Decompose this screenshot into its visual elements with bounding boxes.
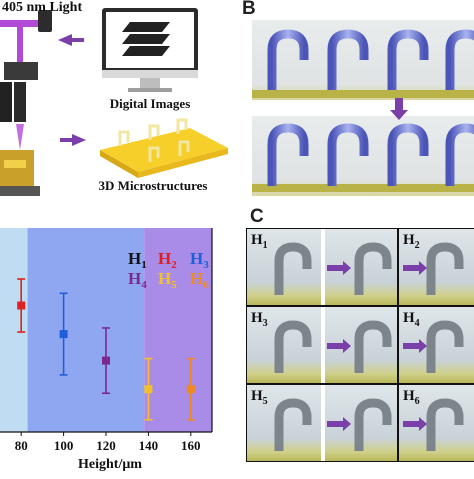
data-point-1 [59,330,68,339]
panel-b [252,20,474,196]
region-band-0 [0,228,28,432]
data-point-2 [102,356,110,365]
cell-label-h: H [251,232,263,248]
3d-microstructures-label: 3D Microstructures [98,178,208,193]
cell-label-sub: 5 [262,396,268,407]
cell-label: H2 [403,232,420,251]
cell-label: H6 [403,388,420,407]
light-label: 405 nm Light [2,0,83,15]
digital-images-label: Digital Images [109,96,191,111]
cell-label-sub: 4 [414,318,420,329]
cell-label-h: H [251,388,263,404]
deformation-cell-4: H4 [398,306,474,384]
printer-schematic [0,8,228,196]
panel-c-letter: C [250,206,264,227]
x-axis-label: Height/μm [78,457,142,472]
hook-photo [403,398,464,451]
cell-label-sub: 1 [262,240,268,251]
cell-label: H3 [251,310,268,329]
deformation-cell-2: H2 [398,228,474,306]
hook-structures [267,29,474,186]
cell-label-h: H [403,232,415,248]
hook-photo [403,320,464,373]
microstructure-board-icon [100,118,228,178]
x-tick-label-0: 80 [15,438,28,453]
cell-label-sub: 3 [262,318,268,329]
hook-photo [274,385,392,461]
x-tick-label-1: 100 [54,438,74,453]
microstructure-photos [252,20,474,196]
hook-photo [403,242,464,295]
x-tick-label-3: 140 [139,438,159,453]
hook-photo [274,307,392,383]
cell-label: H1 [251,232,268,251]
data-point-0 [17,301,26,310]
cell-label-h: H [403,388,415,404]
cell-label: H5 [251,388,268,407]
panel-b-letter: B [242,0,256,19]
deformation-cell-3: H3 [246,306,398,384]
cell-label: H4 [403,310,420,329]
deformation-cell-1: H1 [246,228,398,306]
cell-label-sub: 6 [414,396,420,407]
data-point-4 [186,385,195,394]
panel-a: 405 nm Light Digital Images 3D Microstru… [0,0,240,200]
deformation-cell-6: H6 [398,384,474,462]
hook-photo [274,229,392,305]
x-tick-label-2: 120 [96,438,116,453]
cell-label-sub: 2 [414,240,420,251]
x-tick-label-4: 160 [181,438,201,453]
cell-label-h: H [251,310,263,326]
deformation-cell-5: H5 [246,384,398,462]
region-band-1 [27,228,145,432]
region-band-2 [144,228,212,432]
cell-label-h: H [403,310,415,326]
monitor-icon [102,8,198,92]
data-point-3 [144,385,153,394]
